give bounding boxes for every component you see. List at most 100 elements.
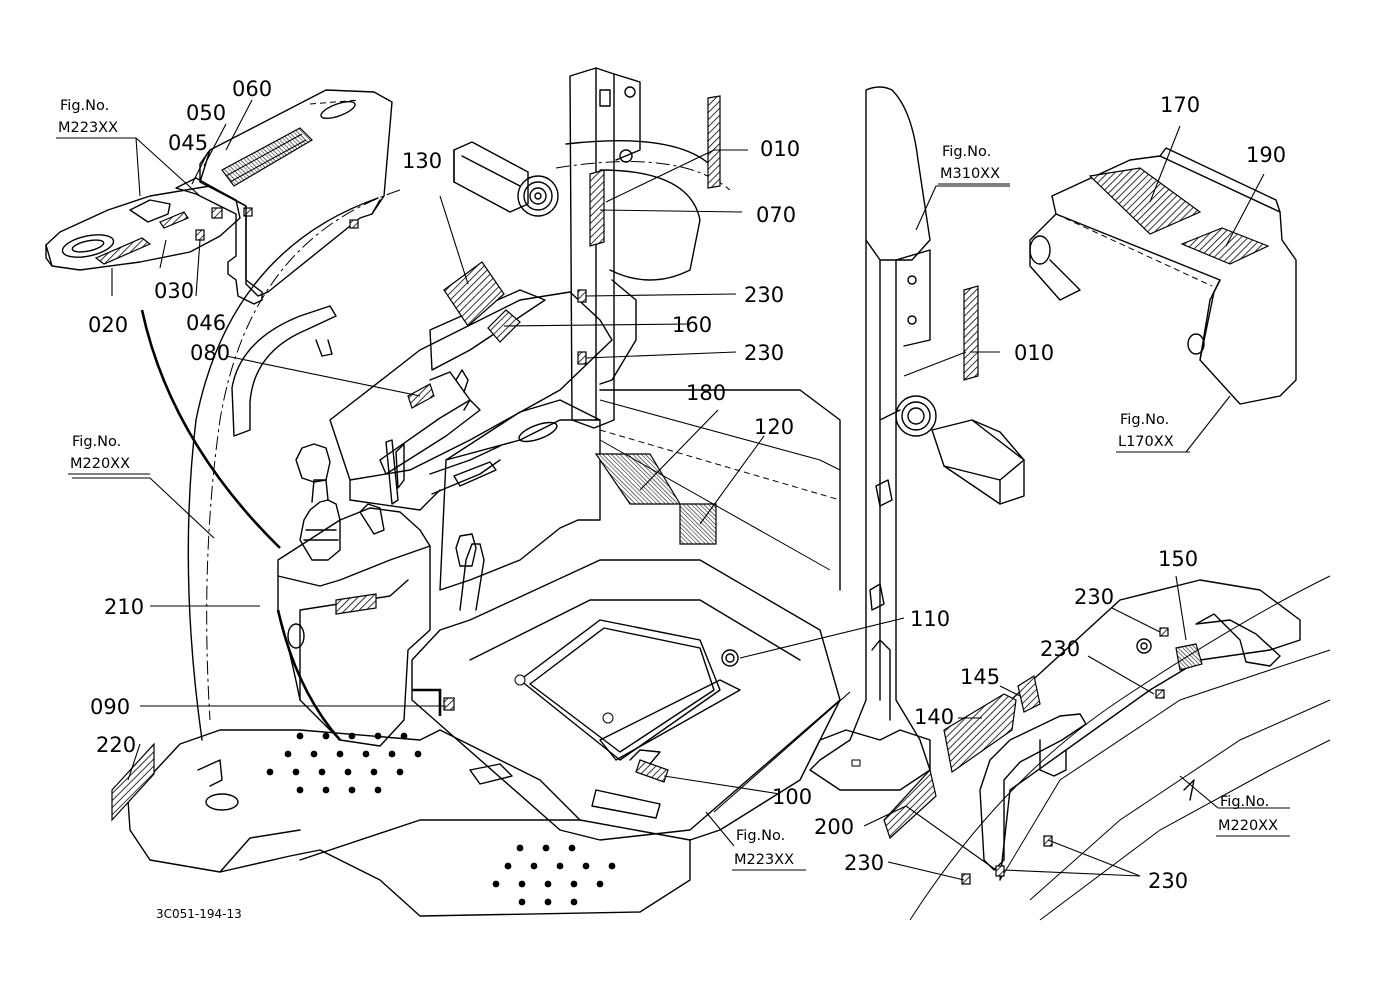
callout-230-e: 230 (844, 851, 884, 875)
hand-rail (883, 675, 1087, 885)
callout-010-upper: 010 (760, 137, 800, 161)
callout-160: 160 (672, 313, 712, 337)
mat-hole (596, 880, 604, 888)
mat-hole (556, 862, 564, 870)
fig-ref-m310-line1: Fig.No. (942, 144, 991, 160)
callout-090: 090 (90, 695, 130, 719)
engine-cover (1029, 147, 1297, 405)
mat-hole (608, 862, 616, 870)
callout-170: 170 (1160, 93, 1200, 117)
fig-ref-m220-left-line1: Fig.No. (72, 434, 121, 450)
mat-hole (318, 768, 326, 776)
fig-ref-m223-top-line2: M223XX (58, 120, 118, 136)
fig-ref-m310-line2: M310XX (940, 166, 1000, 182)
mat-hole (362, 750, 370, 758)
fig-ref-m223-bottom-line1: Fig.No. (736, 828, 785, 844)
mat-hole (374, 786, 382, 794)
mat-hole (544, 898, 552, 906)
callout-070: 070 (756, 203, 796, 227)
mat-hole (348, 732, 356, 740)
mat-hole (322, 786, 330, 794)
mat-hole (374, 732, 382, 740)
callout-labels: 060 050 045 030 046 020 130 010 070 230 … (88, 77, 1286, 893)
figure-reference-m310: Fig.No. M310XX (940, 144, 1000, 182)
floor-mat (111, 729, 691, 917)
fig-ref-l170-line1: Fig.No. (1120, 412, 1169, 428)
callout-046: 046 (186, 311, 226, 335)
callout-020: 020 (88, 313, 128, 337)
fig-ref-l170-line2: L170XX (1118, 434, 1174, 450)
cab-frame-outline (187, 140, 731, 741)
callout-230-c: 230 (1074, 585, 1114, 609)
figure-reference-m220-left: Fig.No. M220XX (70, 434, 130, 472)
mat-hole (570, 898, 578, 906)
callout-230-a: 230 (744, 283, 784, 307)
mat-hole (504, 862, 512, 870)
callout-145: 145 (960, 665, 1000, 689)
figure-reference-underlines (56, 137, 1290, 871)
callout-110: 110 (910, 607, 950, 631)
mat-hole (544, 880, 552, 888)
callout-140: 140 (914, 705, 954, 729)
callout-230-d: 230 (1040, 637, 1080, 661)
mat-hole (582, 862, 590, 870)
right-fender (909, 575, 1331, 921)
mat-hole (518, 898, 526, 906)
callout-120: 120 (754, 415, 794, 439)
cab-floor (411, 533, 841, 841)
right-work-light (879, 395, 1025, 505)
callout-210: 210 (104, 595, 144, 619)
mat-hole (396, 768, 404, 776)
leader-lines (72, 99, 1290, 881)
mat-hole (400, 732, 408, 740)
callout-010-lower: 010 (1014, 341, 1054, 365)
mat-hole (344, 768, 352, 776)
mat-hole (296, 732, 304, 740)
mat-hole (322, 732, 330, 740)
mat-hole (348, 786, 356, 794)
mat-hole (530, 862, 538, 870)
mat-hole (414, 750, 422, 758)
callout-030: 030 (154, 279, 194, 303)
figure-reference-m220-right: Fig.No. M220XX (1218, 794, 1278, 834)
mat-hole (310, 750, 318, 758)
mat-hole (266, 768, 274, 776)
figure-reference-m223-bottom: Fig.No. M223XX (734, 828, 794, 868)
mat-hole (284, 750, 292, 758)
mat-hole (570, 880, 578, 888)
mat-hole (296, 786, 304, 794)
right-console-top (199, 89, 393, 297)
mat-hole (542, 844, 550, 852)
callout-100: 100 (772, 785, 812, 809)
mat-hole (568, 844, 576, 852)
drawing-code: 3C051-194-13 (156, 907, 242, 921)
figure-reference-m223-top: Fig.No. M223XX (58, 98, 118, 136)
callout-080: 080 (190, 341, 230, 365)
figure-reference-l170: Fig.No. L170XX (1118, 412, 1174, 450)
callout-190: 190 (1246, 143, 1286, 167)
callout-220: 220 (96, 733, 136, 757)
callout-045: 045 (168, 131, 208, 155)
right-pillar (809, 86, 979, 791)
connecting-lines (140, 309, 442, 716)
callout-050: 050 (186, 101, 226, 125)
mat-hole (516, 844, 524, 852)
mat-hole (292, 768, 300, 776)
mat-hole (336, 750, 344, 758)
mat-hole (518, 880, 526, 888)
left-control-console (276, 439, 431, 747)
fig-ref-m220-right-line1: Fig.No. (1220, 794, 1269, 810)
callout-200: 200 (814, 815, 854, 839)
mat-hole (388, 750, 396, 758)
fig-ref-m223-top-line1: Fig.No. (60, 98, 109, 114)
callout-230-f: 230 (1148, 869, 1188, 893)
fig-ref-m220-left-line2: M220XX (70, 456, 130, 472)
callout-130: 130 (402, 149, 442, 173)
fig-ref-m220-right-line2: M220XX (1218, 818, 1278, 834)
left-work-light (453, 141, 701, 281)
callout-060: 060 (232, 77, 272, 101)
left-console-cover (45, 185, 241, 271)
mat-hole (370, 768, 378, 776)
mat-hole (492, 880, 500, 888)
